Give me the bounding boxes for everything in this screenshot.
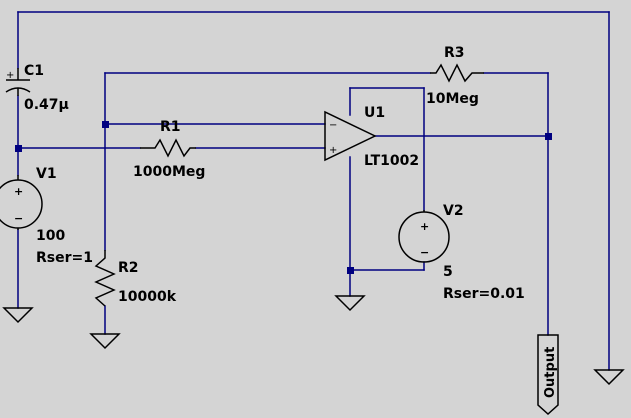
voltage-source-v1: + − V1 100 Rser=1 xyxy=(0,166,93,266)
junction-vminus xyxy=(347,267,354,274)
ground-v1-icon xyxy=(2,307,34,324)
output-port-flag xyxy=(537,334,559,416)
resistor-r3: R3 10Meg xyxy=(426,45,484,107)
opamp-plus-sign: + xyxy=(329,145,337,156)
r2-zigzag xyxy=(94,250,116,307)
opamp-u1: − + U1 LT1002 xyxy=(324,105,419,169)
c1-name: C1 xyxy=(24,63,44,79)
u1-part: LT1002 xyxy=(364,153,419,169)
r1-zigzag xyxy=(140,138,196,158)
v2-circle xyxy=(398,211,450,263)
v1-plus-sign: + xyxy=(14,185,23,198)
ground-right-icon xyxy=(593,369,625,386)
capacitor-c1: + C1 0.47µ xyxy=(5,63,69,113)
voltage-source-v2: + − V2 5 Rser=0.01 xyxy=(398,203,525,302)
c1-value: 0.47µ xyxy=(24,97,69,113)
v2-value: 5 xyxy=(443,264,453,280)
junction-r2 xyxy=(102,121,109,128)
v2-param: Rser=0.01 xyxy=(443,286,525,302)
junction-v1 xyxy=(15,145,22,152)
ground-r2-icon xyxy=(89,333,121,350)
output-port: Output xyxy=(537,334,559,416)
r3-name: R3 xyxy=(444,45,465,61)
r1-value: 1000Meg xyxy=(133,164,205,180)
junctions xyxy=(15,121,552,274)
resistor-r2: R2 10000k xyxy=(94,250,177,307)
v1-minus-sign: − xyxy=(14,212,23,225)
r3-value: 10Meg xyxy=(426,91,479,107)
v1-value: 100 xyxy=(36,228,65,244)
v2-name: V2 xyxy=(443,203,464,219)
output-port-label: Output xyxy=(543,347,558,398)
r3-zigzag xyxy=(430,63,484,83)
v1-param: Rser=1 xyxy=(36,250,93,266)
v2-minus-sign: − xyxy=(420,246,429,259)
wires xyxy=(17,11,610,371)
junction-output xyxy=(545,133,552,140)
r1-name: R1 xyxy=(160,119,181,135)
r2-value: 10000k xyxy=(118,289,177,305)
v1-name: V1 xyxy=(36,166,57,182)
opamp-triangle xyxy=(324,110,377,162)
resistor-r1: R1 1000Meg xyxy=(133,119,205,180)
ground-opamp-icon xyxy=(334,295,366,312)
opamp-minus-sign: − xyxy=(329,120,337,131)
u1-name: U1 xyxy=(364,105,385,121)
c1-plus-sign: + xyxy=(6,70,14,81)
v2-plus-sign: + xyxy=(420,220,429,233)
grounds xyxy=(2,295,625,386)
r2-name: R2 xyxy=(118,260,139,276)
